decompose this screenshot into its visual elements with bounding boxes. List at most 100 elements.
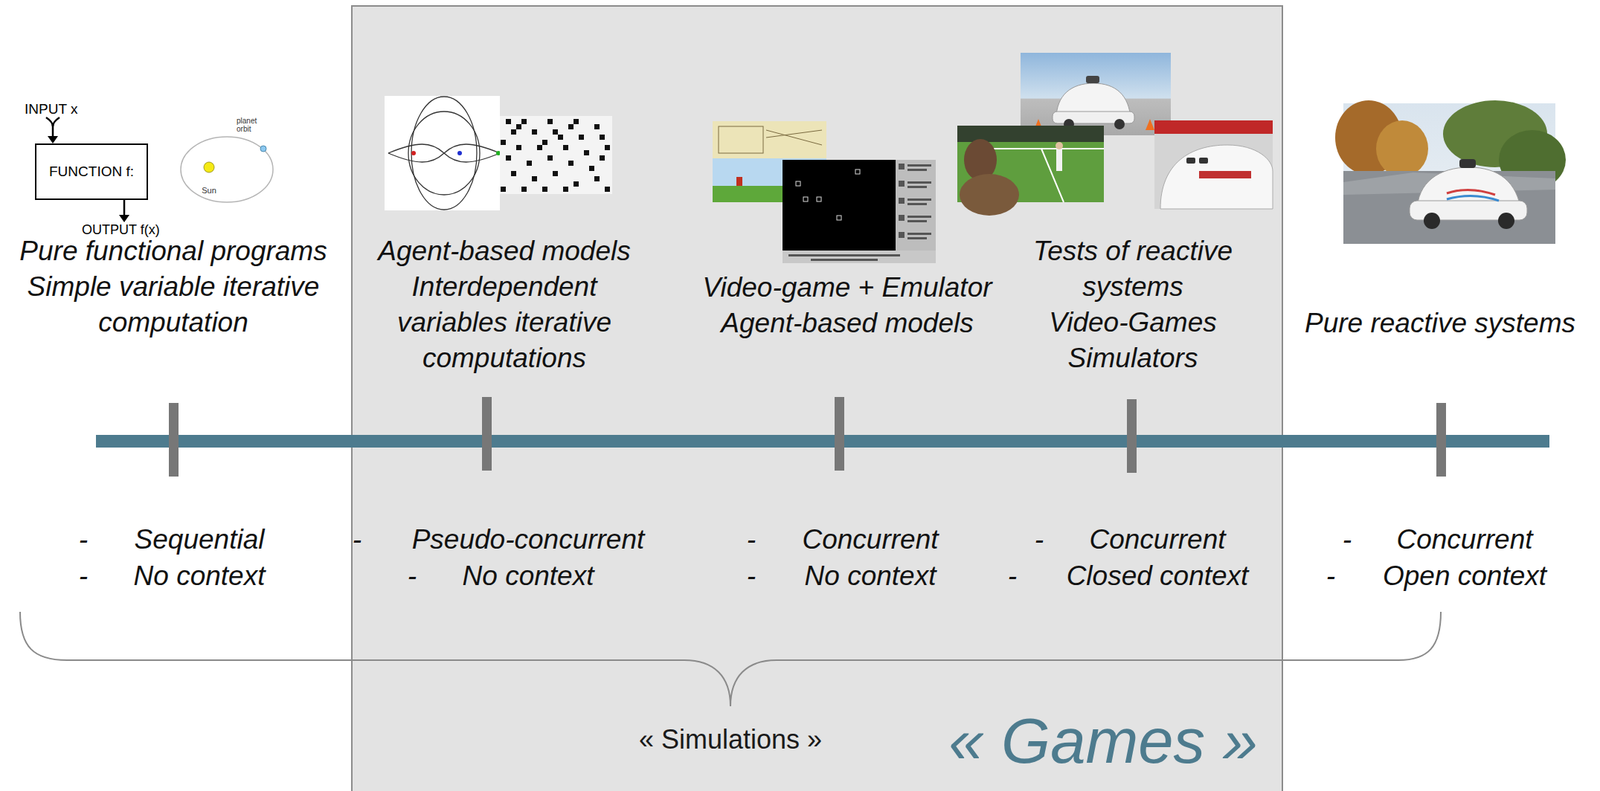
test-car-photo-part [1145, 119, 1155, 131]
cellular-grid-part [500, 139, 506, 146]
property-text: No context [462, 558, 595, 595]
flight-simulator-photo-part [1154, 120, 1273, 134]
tennis-photo [957, 125, 1104, 216]
flight-simulator-photo-part [1199, 157, 1208, 164]
robot-game-screenshot-part [803, 197, 808, 202]
text-column: Agent-based modelsInterdependent variabl… [370, 233, 639, 377]
cellular-grid-part [516, 124, 522, 130]
figure-label: Sun [201, 185, 217, 196]
cellular-grid-part [505, 155, 512, 161]
timeline-tick-part [834, 397, 845, 471]
cellular-grid-part [511, 171, 517, 177]
timeline-bar [95, 435, 1550, 448]
bullet-dash: - [1342, 522, 1352, 558]
robot-game-screenshot [782, 159, 936, 264]
orbit-plot-part [411, 150, 416, 156]
property-text: Sequential [134, 522, 265, 558]
platform-game-screenshot-part [718, 126, 764, 154]
orbit-plot-part [457, 150, 462, 156]
cellular-grid-part [531, 176, 538, 182]
property-text: No context [804, 558, 937, 595]
robot-game-screenshot-part-part [907, 168, 927, 172]
text-column: Tests of reactive systemsVideo-GamesSimu… [1010, 233, 1256, 377]
robot-game-screenshot-part-part [907, 185, 927, 189]
robot-game-screenshot-part [782, 159, 896, 253]
orbit-plot-part [388, 144, 500, 163]
category-text: Simulators [1068, 340, 1199, 377]
self-driving-car-photo-part [1459, 159, 1476, 169]
node-text: FUNCTION f: [49, 163, 134, 181]
robot-game-screenshot-part [855, 169, 860, 175]
robot-game-screenshot-part [795, 181, 801, 186]
robot-game-screenshot-part-part [788, 254, 901, 257]
robot-game-screenshot-part-part [907, 237, 927, 240]
function-arrows-part [47, 136, 59, 144]
category-text: Video-game + Emulator [702, 270, 992, 306]
robot-game-screenshot-part [782, 250, 936, 264]
bullet-dash: - [78, 558, 88, 595]
sun-orbit-figure-part [180, 136, 273, 203]
sun-orbit-figure-part [260, 145, 267, 152]
category-text: Agent-based models [377, 233, 631, 270]
self-driving-car-photo-part [1446, 189, 1496, 195]
self-driving-car-photo-part [1446, 195, 1499, 201]
self-driving-car-photo-part [1376, 120, 1429, 178]
timeline-tick-part [168, 403, 179, 477]
cellular-grid-part [568, 160, 574, 166]
timeline-bar-part [95, 435, 1550, 448]
robot-game-screenshot-part-part [907, 203, 927, 206]
category-text: Video-Games [1048, 304, 1217, 341]
flight-simulator-photo-part [1154, 120, 1273, 210]
robot-game-screenshot-part-part [810, 258, 878, 262]
flight-simulator-photo-part [1199, 171, 1252, 179]
robot-game-screenshot-part-part [898, 180, 905, 187]
bracket-caption: « Simulations » [638, 723, 822, 757]
cellular-grid-part [547, 155, 553, 161]
category-text: Pure functional programs [19, 233, 327, 270]
cellular-grid-part [583, 150, 590, 156]
cellular-grid-part [594, 176, 600, 182]
cellular-grid-part [499, 116, 613, 195]
property-text: Open context [1382, 558, 1547, 595]
timeline-tick-part [482, 397, 492, 471]
tennis-photo-part [1055, 142, 1063, 150]
robot-game-screenshot-part [836, 215, 842, 221]
platform-game-screenshot-part [766, 130, 822, 138]
function-arrows-part [119, 214, 130, 223]
robot-game-screenshot-part [895, 159, 936, 253]
robot-game-screenshot-part-part [907, 198, 932, 201]
platform-game-screenshot-part [712, 121, 827, 159]
sun-orbit-figure [180, 136, 273, 203]
cellular-grid-part [557, 134, 564, 140]
robot-game-screenshot-part [816, 197, 822, 202]
flight-simulator-photo-part [1186, 157, 1196, 164]
robot-game-screenshot-part-part [907, 164, 932, 167]
property-text: Closed context [1066, 558, 1249, 595]
output-label: OUTPUT f(x) [81, 222, 160, 239]
test-car-photo [1020, 52, 1171, 136]
cellular-grid-part [552, 129, 558, 135]
function-arrows-part [123, 200, 126, 216]
cellular-grid-part [537, 145, 543, 151]
category-text: Tests of reactive systems [1010, 233, 1256, 305]
cellular-grid-part [526, 160, 532, 166]
timeline-tick [168, 397, 1447, 477]
cellular-grid-part [542, 139, 548, 146]
bullet-dash: - [352, 522, 362, 558]
category-text: Simple variable iterative computation [24, 269, 323, 341]
robot-game-screenshot-part-part [907, 181, 932, 184]
self-driving-car-photo [1335, 100, 1566, 244]
input-label: INPUT x [24, 101, 78, 118]
function-box: FUNCTION f: [34, 143, 149, 201]
category-text: Interdependent variables iterative compu… [370, 269, 639, 377]
cellular-grid-part [563, 186, 569, 192]
property-text: Pseudo-concurrent [412, 522, 645, 558]
sun-orbit-figure-part [203, 162, 215, 173]
test-car-photo-part [1114, 119, 1125, 130]
cellular-grid-part [547, 119, 553, 125]
orbit-plot-part [384, 95, 500, 211]
cellular-grid-part [552, 171, 558, 177]
property-text: Concurrent [1396, 522, 1533, 558]
test-car-photo-part [1020, 52, 1171, 136]
